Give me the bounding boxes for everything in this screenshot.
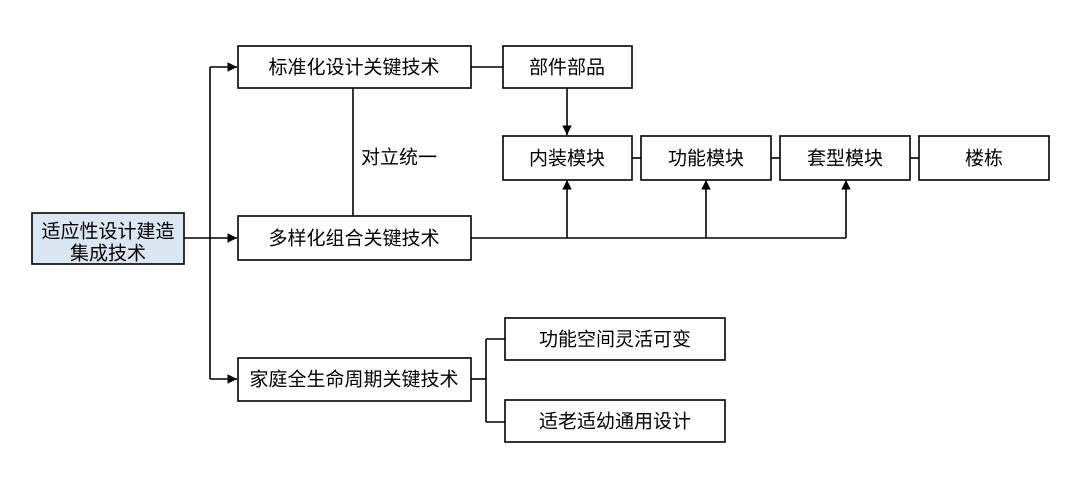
- node-function-module: 功能模块: [640, 135, 772, 181]
- unity-of-opposites-label: 对立统一: [361, 147, 437, 169]
- node-lifecycle-label: 家庭全生命周期关键技术: [249, 369, 458, 391]
- connectors: [184, 62, 919, 423]
- node-unit-type-module-label: 套型模块: [807, 148, 883, 170]
- node-building: 楼栋: [918, 135, 1050, 181]
- node-function-module-label: 功能模块: [668, 148, 744, 170]
- node-standardization: 标准化设计关键技术: [237, 45, 472, 89]
- root-node: 适应性设计建造 集成技术: [31, 212, 185, 265]
- node-interior-module-label: 内装模块: [529, 148, 605, 170]
- node-standardization-label: 标准化设计关键技术: [268, 57, 439, 79]
- node-age-friendly: 适老适幼通用设计: [504, 399, 726, 443]
- node-lifecycle: 家庭全生命周期关键技术: [237, 357, 472, 402]
- node-flexible-space-label: 功能空间灵活可变: [539, 329, 691, 351]
- node-diversified-label: 多样化组合关键技术: [268, 228, 439, 250]
- node-age-friendly-label: 适老适幼通用设计: [539, 411, 691, 433]
- node-components-label: 部件部品: [529, 57, 605, 79]
- node-interior-module: 内装模块: [502, 135, 633, 181]
- node-flexible-space: 功能空间灵活可变: [504, 317, 726, 361]
- node-building-label: 楼栋: [965, 148, 1003, 170]
- node-components: 部件部品: [502, 45, 633, 89]
- node-unit-type-module: 套型模块: [779, 135, 911, 181]
- root-node-line1: 适应性设计建造: [41, 221, 174, 243]
- root-node-line2: 集成技术: [70, 243, 146, 265]
- node-diversified: 多样化组合关键技术: [237, 215, 472, 261]
